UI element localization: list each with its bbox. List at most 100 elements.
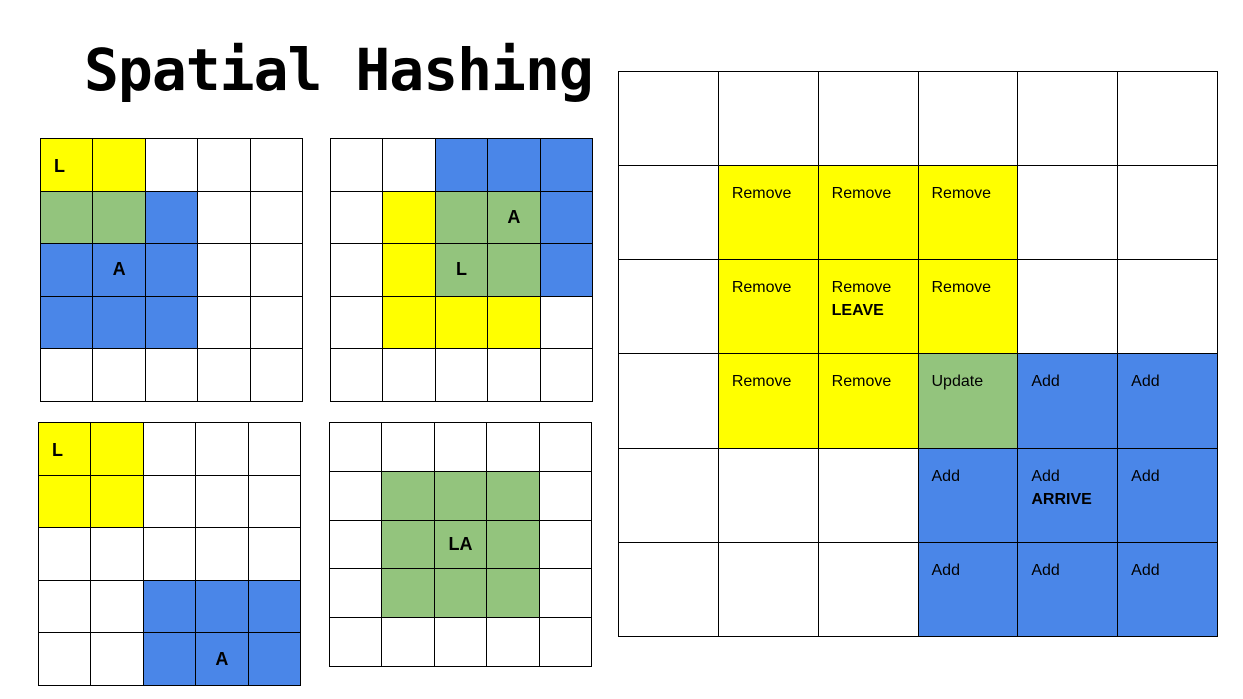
grid-cell-overlap: L	[435, 244, 489, 297]
cell-action-label: Remove	[931, 185, 992, 203]
cell-label: L	[52, 440, 63, 460]
cell-action-label: Add	[931, 561, 960, 579]
grid-cell-arrive: Add	[1018, 542, 1119, 637]
grid-cell-overlap	[488, 244, 541, 297]
grid-cell-empty	[250, 349, 303, 402]
grid-cell-leave	[91, 475, 144, 529]
grid-cell-arrive	[41, 296, 94, 350]
cell-action-label: Remove	[831, 185, 892, 203]
grid-cell-empty	[488, 349, 541, 402]
cell-action-label: Add	[1131, 561, 1160, 579]
cell-action-label: Add	[1031, 467, 1060, 485]
cell-action-label: Remove	[831, 279, 892, 297]
grid-cell-empty	[383, 349, 436, 402]
grid-cell-leave	[383, 191, 436, 245]
grid-cell-empty	[250, 191, 303, 245]
grid-cell-arrive	[145, 296, 199, 350]
grid-cell-empty	[539, 471, 592, 521]
grid-cell-leave: L	[41, 139, 94, 192]
grid-cell-leave: Remove	[818, 166, 919, 261]
grid-cell-empty	[248, 528, 301, 581]
grid-cell-empty	[382, 423, 435, 472]
grid-cell-empty	[818, 448, 919, 543]
grid-cell-empty	[619, 166, 719, 261]
grid-cell-leave	[383, 296, 436, 350]
cell-label: A	[112, 259, 126, 280]
grid-cell-empty	[487, 618, 540, 667]
grid-cell-leave: Remove	[718, 166, 819, 261]
grid-cell-arrive	[143, 633, 197, 686]
grid-cell-empty	[540, 349, 593, 402]
grid-cell-empty	[539, 618, 592, 667]
grid-cell-empty	[330, 471, 383, 521]
grid-cell-empty	[1018, 72, 1119, 167]
grid-cell-empty	[145, 349, 199, 402]
grid-cell-leave	[383, 244, 436, 297]
grid-cell-empty	[143, 475, 197, 529]
grid-cell-arrive	[248, 580, 301, 634]
grid-cell-empty	[1018, 166, 1119, 261]
grid-cell-arrive	[540, 191, 593, 245]
grid-cell-arrive	[143, 580, 197, 634]
grid-cell-empty	[718, 448, 819, 543]
grid-cell-empty	[383, 139, 436, 192]
grid-cell-overlap	[487, 520, 540, 570]
grid-cell-overlap	[41, 191, 94, 245]
grid-cell-empty	[918, 72, 1019, 167]
grid-cell-empty	[539, 569, 592, 619]
grid-cell-overlap	[382, 520, 435, 570]
cell-action-label: Add	[1131, 373, 1160, 391]
grid-cell-arrive	[145, 244, 199, 297]
grid-cell-leave: Remove	[718, 260, 819, 355]
grid-cell-arrive	[145, 191, 199, 245]
grid-cell-arrive: A	[93, 244, 146, 297]
grid-cell-leave	[91, 423, 144, 476]
grid-cell-empty	[39, 580, 92, 634]
cell-event-label: ARRIVE	[1031, 490, 1092, 508]
grid-cell-empty	[619, 448, 719, 543]
grid-cell-overlap	[434, 471, 488, 521]
cell-label: A	[215, 648, 229, 669]
grid-cell-empty	[619, 354, 719, 449]
grid-cell-empty	[1118, 72, 1218, 167]
grid-example-4: LA	[329, 422, 592, 667]
grid-cell-overlap	[93, 191, 146, 245]
grid-cell-arrive	[435, 139, 489, 192]
grid-cell-empty	[718, 72, 819, 167]
cell-label: L	[54, 156, 65, 176]
grid-cell-empty	[619, 260, 719, 355]
grid-cell-empty	[145, 139, 199, 192]
grid-cell-empty	[331, 349, 384, 402]
grid-cell-arrive: Add	[918, 448, 1019, 543]
grid-cell-empty	[198, 349, 251, 402]
page-title: Spatial Hashing	[84, 36, 594, 104]
grid-cell-arrive: Add	[1118, 448, 1218, 543]
grid-cell-empty	[382, 618, 435, 667]
grid-cell-empty	[39, 528, 92, 581]
grid-cell-arrive: A	[196, 633, 249, 686]
grid-cell-empty	[331, 139, 384, 192]
grid-cell-arrive: Add	[1118, 542, 1218, 637]
grid-cell-empty	[818, 72, 919, 167]
grid-cell-overlap	[487, 471, 540, 521]
grid-cell-arrive	[488, 139, 541, 192]
grid-cell-empty	[818, 542, 919, 637]
grid-cell-empty	[330, 569, 383, 619]
grid-cell-empty	[248, 475, 301, 529]
grid-cell-empty	[196, 528, 249, 581]
grid-cell-empty	[619, 542, 719, 637]
grid-cell-arrive: Add	[1018, 354, 1119, 449]
grid-cell-overlap: Update	[918, 354, 1019, 449]
grid-cell-empty	[39, 633, 92, 686]
grid-cell-empty	[619, 72, 719, 167]
grid-cell-leave: Remove	[918, 260, 1019, 355]
grid-cell-leave	[488, 296, 541, 350]
grid-cell-empty	[330, 618, 383, 667]
grid-cell-leave	[93, 139, 146, 192]
grid-cell-empty	[91, 580, 144, 634]
